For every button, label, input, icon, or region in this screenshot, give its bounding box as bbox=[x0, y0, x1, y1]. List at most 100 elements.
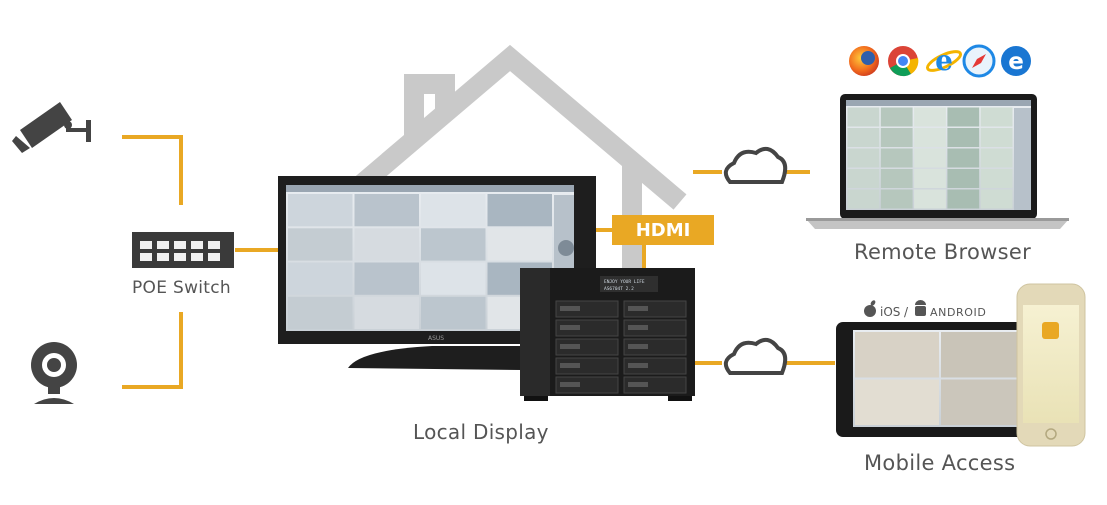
ios-label: iOS bbox=[880, 305, 900, 319]
camera-feed-tile bbox=[980, 148, 1013, 168]
internet-explorer-icon: e bbox=[925, 44, 963, 77]
camera-feed-tile bbox=[947, 189, 980, 209]
drive-bay bbox=[623, 319, 687, 337]
camera-feed-tile bbox=[855, 332, 939, 378]
svg-text:e: e bbox=[935, 44, 953, 77]
drive-bay-handle bbox=[560, 306, 580, 311]
camera-feed-tile bbox=[980, 107, 1013, 127]
safari-icon bbox=[962, 44, 996, 78]
camera-feed-tile bbox=[487, 228, 552, 261]
laptop bbox=[806, 94, 1069, 229]
svg-text:e: e bbox=[1008, 49, 1024, 75]
drive-bay-handle bbox=[560, 344, 580, 349]
camera-feed-grid bbox=[847, 107, 1013, 209]
camera-feed-tile bbox=[914, 189, 946, 209]
hdmi-badge: HDMI bbox=[612, 215, 714, 245]
edge-icon: e bbox=[1001, 46, 1031, 76]
camera-feed-tile bbox=[880, 148, 913, 168]
drive-bay-handle bbox=[560, 382, 580, 387]
nas-device: ENJOY YOUR LIFE AS6704T 2.2 bbox=[520, 268, 695, 401]
android-icon bbox=[915, 300, 926, 316]
camera-feed-tile bbox=[421, 228, 486, 261]
camera-feed-tile bbox=[847, 107, 880, 127]
apple-icon bbox=[864, 300, 876, 317]
camera-feed-tile bbox=[288, 262, 353, 295]
drive-bay bbox=[555, 357, 619, 375]
cloud-icon bbox=[723, 146, 788, 184]
camera-feed-tile bbox=[288, 228, 353, 261]
camera-feed-grid bbox=[288, 194, 552, 330]
drive-bay-handle bbox=[560, 363, 580, 368]
camera-feed-tile bbox=[880, 189, 913, 209]
connector-lines bbox=[122, 135, 835, 389]
camera-feed-tile bbox=[847, 148, 880, 168]
camera-feed-tile bbox=[354, 228, 419, 261]
camera-feed-tile bbox=[914, 148, 946, 168]
drive-bay bbox=[623, 300, 687, 318]
camera-feed-tile bbox=[980, 128, 1013, 147]
camera-feed-tile bbox=[914, 169, 946, 188]
poe-switch bbox=[132, 232, 234, 268]
camera-feed-tile bbox=[914, 107, 946, 127]
firefox-icon bbox=[849, 46, 879, 76]
camera-feed-tile bbox=[847, 189, 880, 209]
camera-feed-tile bbox=[947, 107, 980, 127]
camera-feed-tile bbox=[947, 169, 980, 188]
phone bbox=[1016, 283, 1086, 447]
drive-bay bbox=[623, 376, 687, 394]
drive-bay-handle bbox=[628, 382, 648, 387]
camera-feed-tile bbox=[855, 379, 939, 425]
drive-bay bbox=[623, 357, 687, 375]
monitor-brand-text: ASUS bbox=[428, 335, 444, 342]
camera-feed-tile bbox=[487, 194, 552, 227]
cloud-icon bbox=[723, 337, 788, 375]
os-separator: / bbox=[904, 305, 909, 319]
webcam-icon bbox=[31, 342, 77, 404]
drive-bay bbox=[623, 338, 687, 356]
camera-feed-tile bbox=[421, 194, 486, 227]
local-display-label: Local Display bbox=[413, 420, 549, 444]
camera-feed-tile bbox=[354, 262, 419, 295]
hdmi-text: HDMI bbox=[636, 220, 691, 241]
remote-browser-label: Remote Browser bbox=[854, 240, 1031, 264]
camera-feed-tile bbox=[421, 296, 486, 330]
drive-bay bbox=[555, 300, 619, 318]
drive-bay-handle bbox=[628, 363, 648, 368]
tablet bbox=[836, 322, 1041, 437]
camera-feed-tile bbox=[847, 169, 880, 188]
drive-bay-handle bbox=[628, 344, 648, 349]
camera-feed-tile bbox=[880, 107, 913, 127]
camera-feed-tile bbox=[421, 262, 486, 295]
drive-bay bbox=[555, 319, 619, 337]
drive-bay bbox=[555, 338, 619, 356]
security-camera-icon bbox=[12, 102, 91, 153]
mobile-access-label: Mobile Access bbox=[864, 451, 1016, 475]
camera-feed-tile bbox=[880, 128, 913, 147]
camera-feed-tile bbox=[947, 148, 980, 168]
camera-feed-tile bbox=[947, 128, 980, 147]
nas-drive-bays bbox=[555, 300, 687, 394]
poe-switch-label: POE Switch bbox=[132, 278, 231, 298]
nas-lcd-line2: AS6704T 2.2 bbox=[604, 286, 634, 292]
camera-feed-tile bbox=[980, 189, 1013, 209]
drive-bay-handle bbox=[628, 306, 648, 311]
nas-lcd-line1: ENJOY YOUR LIFE bbox=[604, 279, 645, 285]
camera-feed-tile bbox=[354, 296, 419, 330]
camera-feed-tile bbox=[880, 169, 913, 188]
camera-feed-tile bbox=[354, 194, 419, 227]
drive-bay bbox=[555, 376, 619, 394]
camera-feed-tile bbox=[980, 169, 1013, 188]
camera-feed-grid bbox=[855, 332, 1025, 425]
camera-feed-tile bbox=[914, 128, 946, 147]
camera-feed-tile bbox=[288, 296, 353, 330]
camera-feed-tile bbox=[941, 379, 1025, 425]
camera-feed-tile bbox=[847, 128, 880, 147]
camera-feed-tile bbox=[941, 332, 1025, 378]
chrome-icon bbox=[888, 46, 919, 77]
camera-feed-tile bbox=[288, 194, 353, 227]
android-label: ANDROID bbox=[930, 306, 986, 319]
drive-bay-handle bbox=[628, 325, 648, 330]
drive-bay-handle bbox=[560, 325, 580, 330]
